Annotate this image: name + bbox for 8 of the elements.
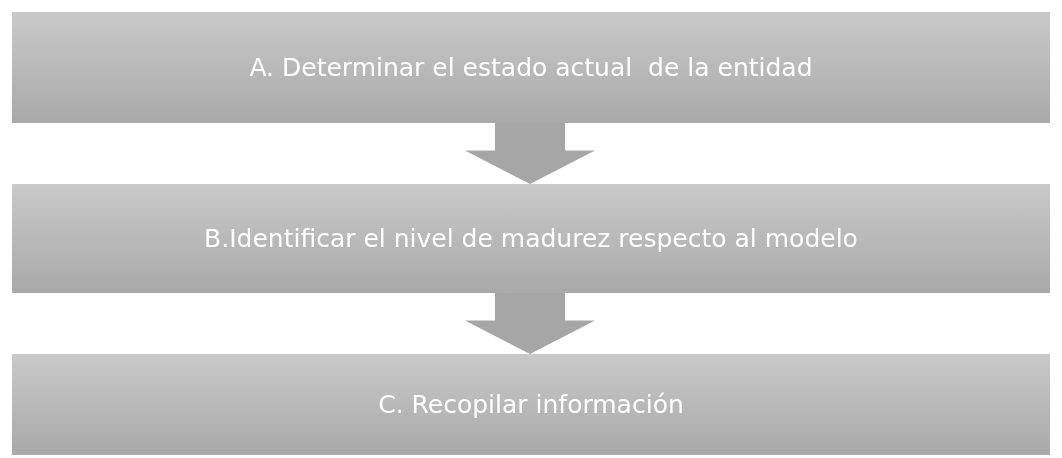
step-label: B.Identificar el nivel de madurez respecto al modelo	[204, 224, 858, 253]
process-box	[12, 354, 1050, 455]
process-box	[12, 184, 1050, 293]
down-arrow	[465, 123, 595, 184]
step-label: C. Recopilar información	[378, 390, 684, 419]
down-arrow	[465, 293, 595, 354]
step-label: A. Determinar el estado actual de la entidad	[249, 53, 813, 82]
process-box	[12, 12, 1050, 123]
